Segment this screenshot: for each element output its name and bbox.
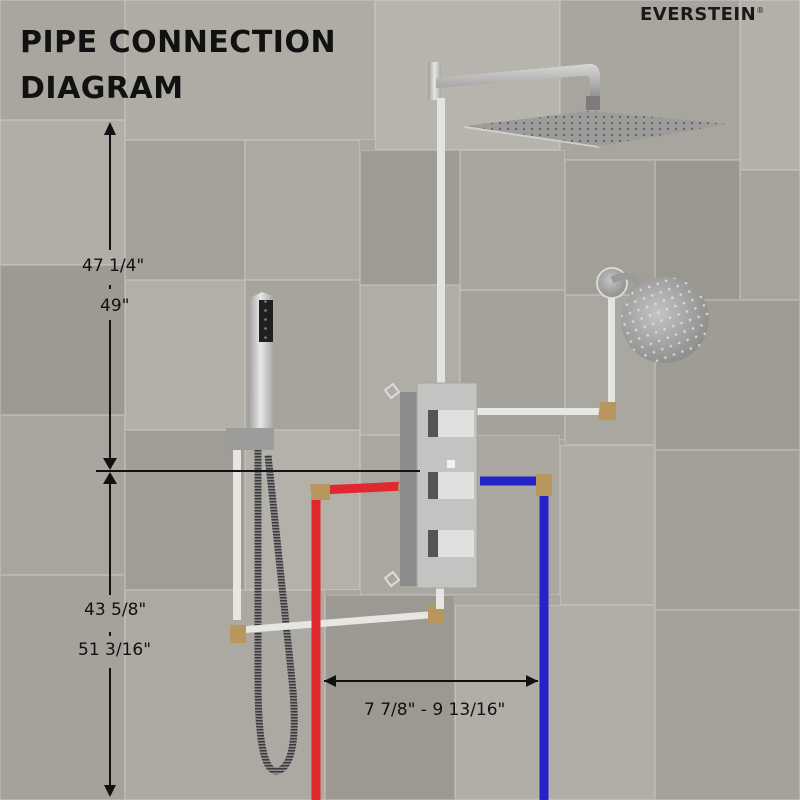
outlet-pipe-lower bbox=[239, 610, 441, 634]
brass-elbow bbox=[598, 402, 616, 420]
registered-mark: ® bbox=[756, 6, 765, 15]
brand-logo: EVERSTEIN® bbox=[640, 4, 765, 25]
title-line-2: DIAGRAM bbox=[20, 71, 184, 106]
brass-elbow bbox=[230, 625, 246, 643]
title-line-1: PIPE CONNECTION bbox=[20, 25, 337, 60]
dimension-label-lower-max: 51 3/16" bbox=[78, 640, 152, 660]
round-shower-head bbox=[596, 267, 709, 408]
thermostatic-valve-panel bbox=[383, 382, 478, 589]
hot-water-pipe bbox=[310, 478, 410, 800]
dimension-label-upper-max: 49" bbox=[100, 296, 130, 316]
supply-spacing-dimension-line bbox=[324, 675, 538, 687]
outlet-pipe-upper bbox=[475, 408, 610, 415]
cold-water-pipe bbox=[480, 474, 552, 800]
brass-elbow bbox=[428, 605, 444, 623]
dimension-label-lower-min: 43 5/8" bbox=[84, 600, 147, 620]
dimension-label-upper-min: 47 1/4" bbox=[82, 256, 145, 276]
riser-pipe bbox=[437, 98, 445, 388]
height-dimension-line bbox=[96, 122, 420, 797]
dimension-label-supply-spacing: 7 7/8" - 9 13/16" bbox=[364, 700, 506, 720]
brand-name: EVERSTEIN bbox=[640, 4, 757, 25]
page-title: PIPE CONNECTION DIAGRAM bbox=[20, 20, 336, 112]
handheld-shower bbox=[226, 292, 298, 775]
rain-shower-head-square bbox=[428, 62, 728, 148]
